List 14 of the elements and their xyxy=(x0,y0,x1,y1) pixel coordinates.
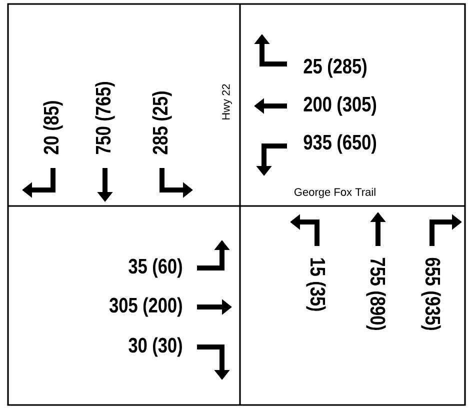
movement-count: 655 (935) xyxy=(421,258,441,330)
movement-count: 200 (305) xyxy=(304,96,376,116)
movement-count: 750 (765) xyxy=(95,82,115,154)
movement-count: 305 (200) xyxy=(109,297,182,317)
movement-count: 285 (25) xyxy=(152,92,172,154)
movement-count: 15 (35) xyxy=(306,258,326,311)
movement-count: 755 (890) xyxy=(366,258,386,330)
movement-count: 20 (85) xyxy=(43,101,63,154)
road-name: Hwy 22 xyxy=(222,84,232,120)
road-name: George Fox Trail xyxy=(294,188,376,198)
movement-count: 35 (60) xyxy=(128,258,182,278)
movement-count: 30 (30) xyxy=(128,337,182,357)
movement-count: 25 (285) xyxy=(304,58,366,78)
movement-count: 935 (650) xyxy=(304,134,376,154)
